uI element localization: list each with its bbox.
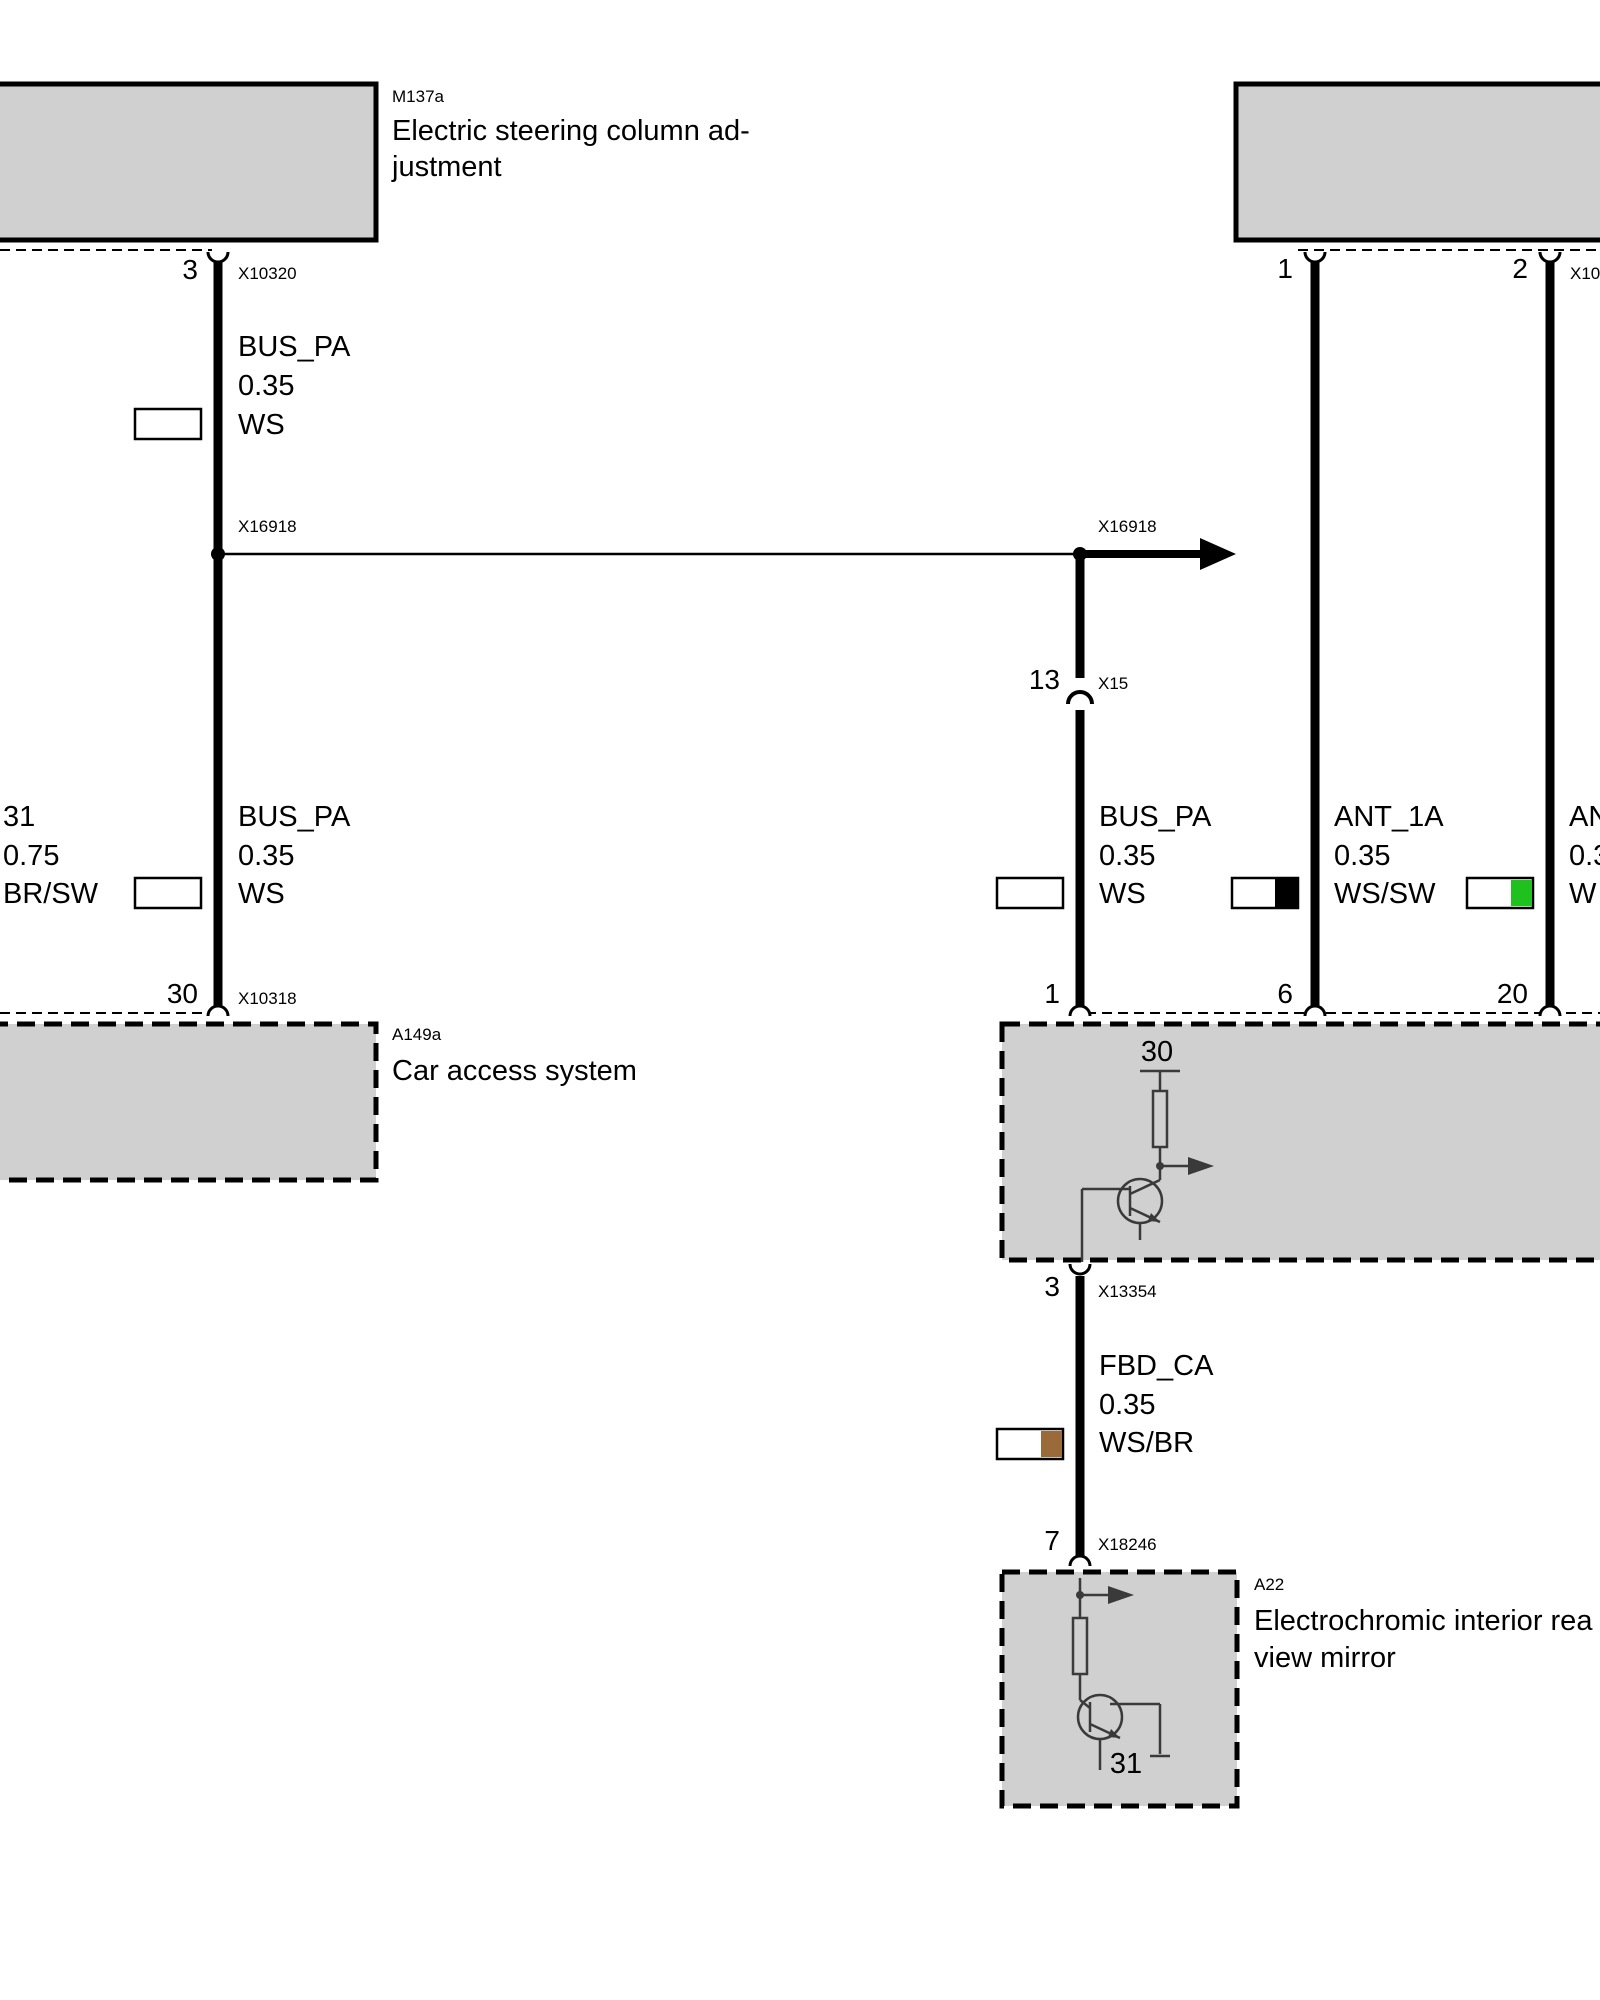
wire-size: 0.35 (1099, 1389, 1155, 1421)
center-module-transistor-symbol (1080, 1069, 1214, 1262)
pin-number-top-right-2: 2 (1512, 253, 1528, 284)
wire-color: WS/SW (1334, 878, 1436, 910)
pin-number-center-6: 6 (1277, 978, 1293, 1009)
internal-terminal-31: 31 (1110, 1748, 1142, 1780)
connector-x16918-right: X16918 (1098, 517, 1157, 536)
pin-arc-x18246 (1068, 1554, 1092, 1567)
center-control-module-box (999, 1021, 1600, 1263)
wire-signal: ANT_1A (1334, 801, 1444, 833)
connector-x13354: X13354 (1098, 1282, 1157, 1301)
a22-component-box (999, 1569, 1240, 1809)
pin-number-a149a: 30 (167, 978, 198, 1009)
pin-number-x15: 13 (1029, 664, 1060, 695)
m137a-id: M137a (392, 87, 445, 106)
m137a-title-line1: Electric steering column ad- (392, 115, 750, 147)
connector-x18246: X18246 (1098, 1535, 1157, 1554)
a22-title-line1: Electrochromic interior rea (1254, 1605, 1593, 1637)
pin-arc-a149a (206, 1004, 230, 1017)
pin-arc-center-6 (1303, 1004, 1327, 1017)
pin-arc-x13354 (1068, 1263, 1092, 1276)
wire-color-swatch-ws-br (995, 1427, 1065, 1461)
a149a-id: A149a (392, 1025, 442, 1044)
continuation-arrow-icon (1200, 538, 1236, 570)
connector-x10318: X10318 (238, 989, 297, 1008)
wire-color-swatch-ws (133, 407, 203, 441)
wire-signal: BUS_PA (238, 801, 351, 833)
internal-terminal-30: 30 (1141, 1036, 1173, 1068)
connector-x16918-left: X16918 (238, 517, 297, 536)
wire-color: WS (238, 409, 285, 441)
wire-signal: FBD_CA (1099, 1350, 1214, 1382)
a22-title-line2: view mirror (1254, 1642, 1396, 1674)
wire-signal: BUS_PA (1099, 801, 1212, 833)
m137a-component-box (0, 81, 379, 243)
pin-arc-top-right-2 (1538, 251, 1562, 264)
wire-color: W (1569, 878, 1597, 910)
wire-color: WS (238, 878, 285, 910)
wire-size: 0.75 (3, 840, 59, 872)
wire-color: WS (1099, 878, 1146, 910)
wire-color-swatch-ws (995, 876, 1065, 910)
pin-number-center-20: 20 (1497, 978, 1528, 1009)
wire-color-swatch-ws-gn (1465, 876, 1535, 910)
pin-number-x18246: 7 (1044, 1525, 1060, 1556)
wire-size: 0.3 (1569, 840, 1600, 872)
wire-color-swatch-ws-sw (1230, 876, 1300, 910)
wire-size: 0.35 (238, 840, 294, 872)
pin-arc-top-right-1 (1303, 251, 1327, 264)
m137a-title-line2: justment (391, 151, 502, 183)
connector-x10320: X10320 (238, 264, 297, 283)
wire-color: BR/SW (3, 878, 99, 910)
x15-inline-connector-icon (1066, 690, 1094, 705)
pin-arc-m137a (206, 251, 230, 264)
pin-number-top-right-1: 1 (1277, 253, 1293, 284)
a149a-component-box (0, 1021, 379, 1183)
pin-arc-center-1 (1068, 1004, 1092, 1017)
pin-number-m137a: 3 (182, 254, 198, 285)
a22-id: A22 (1254, 1575, 1284, 1594)
wire-signal: BUS_PA (238, 331, 351, 363)
x16918-splice-dot-right (1073, 547, 1087, 561)
wire-size: 0.35 (1099, 840, 1155, 872)
a149a-title: Car access system (392, 1055, 637, 1087)
a22-transistor-symbol (1071, 1578, 1170, 1770)
wire-color: WS/BR (1099, 1427, 1194, 1459)
wire-size: 0.35 (238, 370, 294, 402)
connector-x10-partial: X10 (1570, 264, 1600, 283)
pin-number-x13354: 3 (1044, 1271, 1060, 1302)
x16918-splice-dot-left (211, 547, 225, 561)
wire-signal: 31 (3, 801, 35, 833)
wire-color-swatch-ws (133, 876, 203, 910)
pin-arc-center-20 (1538, 1004, 1562, 1017)
connector-x15: X15 (1098, 674, 1128, 693)
pin-number-center-1: 1 (1044, 978, 1060, 1009)
top-right-component-box (1233, 81, 1600, 243)
wire-signal: AN (1569, 801, 1600, 833)
wire-size: 0.35 (1334, 840, 1390, 872)
